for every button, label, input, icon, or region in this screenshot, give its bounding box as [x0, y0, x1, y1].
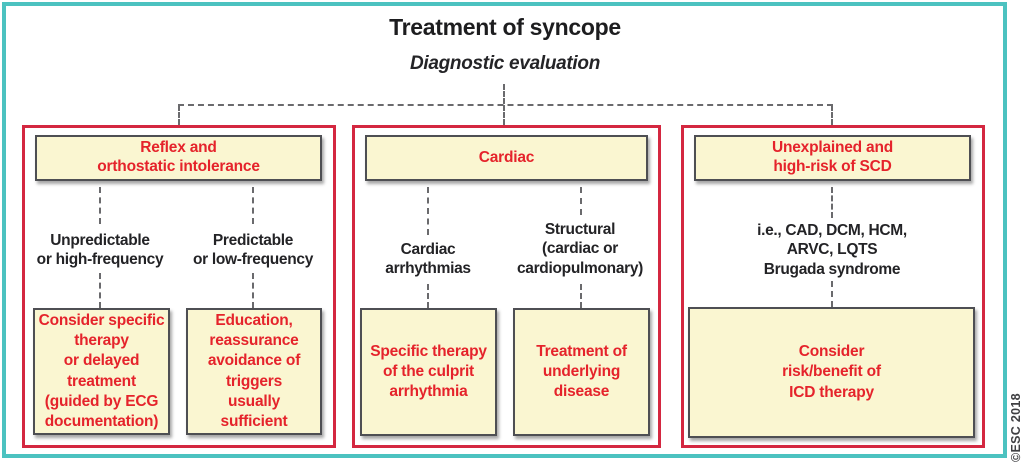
- outcome-box-specific-therapy-arrhythmia: Specific therapy of the culprit arrhythm…: [360, 308, 497, 436]
- connector-reflex-right-upper: [252, 187, 254, 224]
- connector-cardiac-right-lower: [580, 284, 582, 308]
- outcome-box-icd-risk-benefit: Consider risk/benefit of ICD therapy: [688, 307, 975, 438]
- connector-root-vertical: [503, 84, 505, 104]
- outcome-box-education-reassurance: Education, reassurance avoidance of trig…: [186, 308, 322, 435]
- header-label-cardiac: Cardiac: [478, 148, 535, 166]
- outcome-box-treat-underlying-disease: Treatment of underlying disease: [513, 308, 650, 436]
- header-label-reflex: Reflex and orthostatic intolerance: [97, 139, 260, 175]
- connector-reflex-right-lower: [252, 273, 254, 308]
- esc-copyright: ©ESC 2018: [1009, 393, 1023, 462]
- branch-label-structural: Structural (cardiac or cardiopulmonary): [516, 221, 644, 277]
- branch-label-predictable: Predictable or low-frequency: [192, 232, 314, 269]
- connector-stub-unexplained: [831, 105, 833, 125]
- header-label-unexplained: Unexplained and high-risk of SCD: [771, 139, 894, 175]
- connector-unexplained-lower: [831, 281, 833, 307]
- outcome-label-education-reassurance: Education, reassurance avoidance of trig…: [207, 312, 301, 430]
- connector-cardiac-left-upper: [427, 187, 429, 235]
- connector-reflex-left-upper: [99, 187, 101, 224]
- branch-label-cardiac-arrhythmias: Cardiac arrhythmias: [385, 241, 471, 278]
- header-box-unexplained: Unexplained and high-risk of SCD: [694, 135, 971, 181]
- outcome-label-icd-risk-benefit: Consider risk/benefit of ICD therapy: [782, 343, 881, 401]
- figure-subtitle: Diagnostic evaluation: [409, 53, 601, 74]
- outcome-label-specific-therapy-arrhythmia: Specific therapy of the culprit arrhythm…: [370, 342, 487, 401]
- branch-label-scd-conditions: i.e., CAD, DCM, HCM, ARVC, LQTS Brugada …: [757, 222, 907, 278]
- figure-title: Treatment of syncope: [389, 14, 621, 40]
- branch-label-unpredictable: Unpredictable or high-frequency: [36, 232, 164, 269]
- connector-unexplained-upper: [831, 187, 833, 218]
- header-box-reflex: Reflex and orthostatic intolerance: [35, 135, 322, 181]
- connector-reflex-left-lower: [99, 273, 101, 308]
- outcome-box-specific-delayed-therapy: Consider specific therapy or delayed tre…: [33, 308, 170, 435]
- connector-cardiac-left-lower: [427, 284, 429, 308]
- connector-cardiac-right-upper: [580, 187, 582, 215]
- header-box-cardiac: Cardiac: [365, 135, 648, 181]
- connector-horizontal: [178, 104, 833, 106]
- outcome-label-specific-delayed-therapy: Consider specific therapy or delayed tre…: [38, 312, 165, 430]
- connector-stub-cardiac: [503, 105, 505, 125]
- outcome-label-treat-underlying-disease: Treatment of underlying disease: [536, 342, 627, 401]
- connector-stub-reflex: [178, 105, 180, 125]
